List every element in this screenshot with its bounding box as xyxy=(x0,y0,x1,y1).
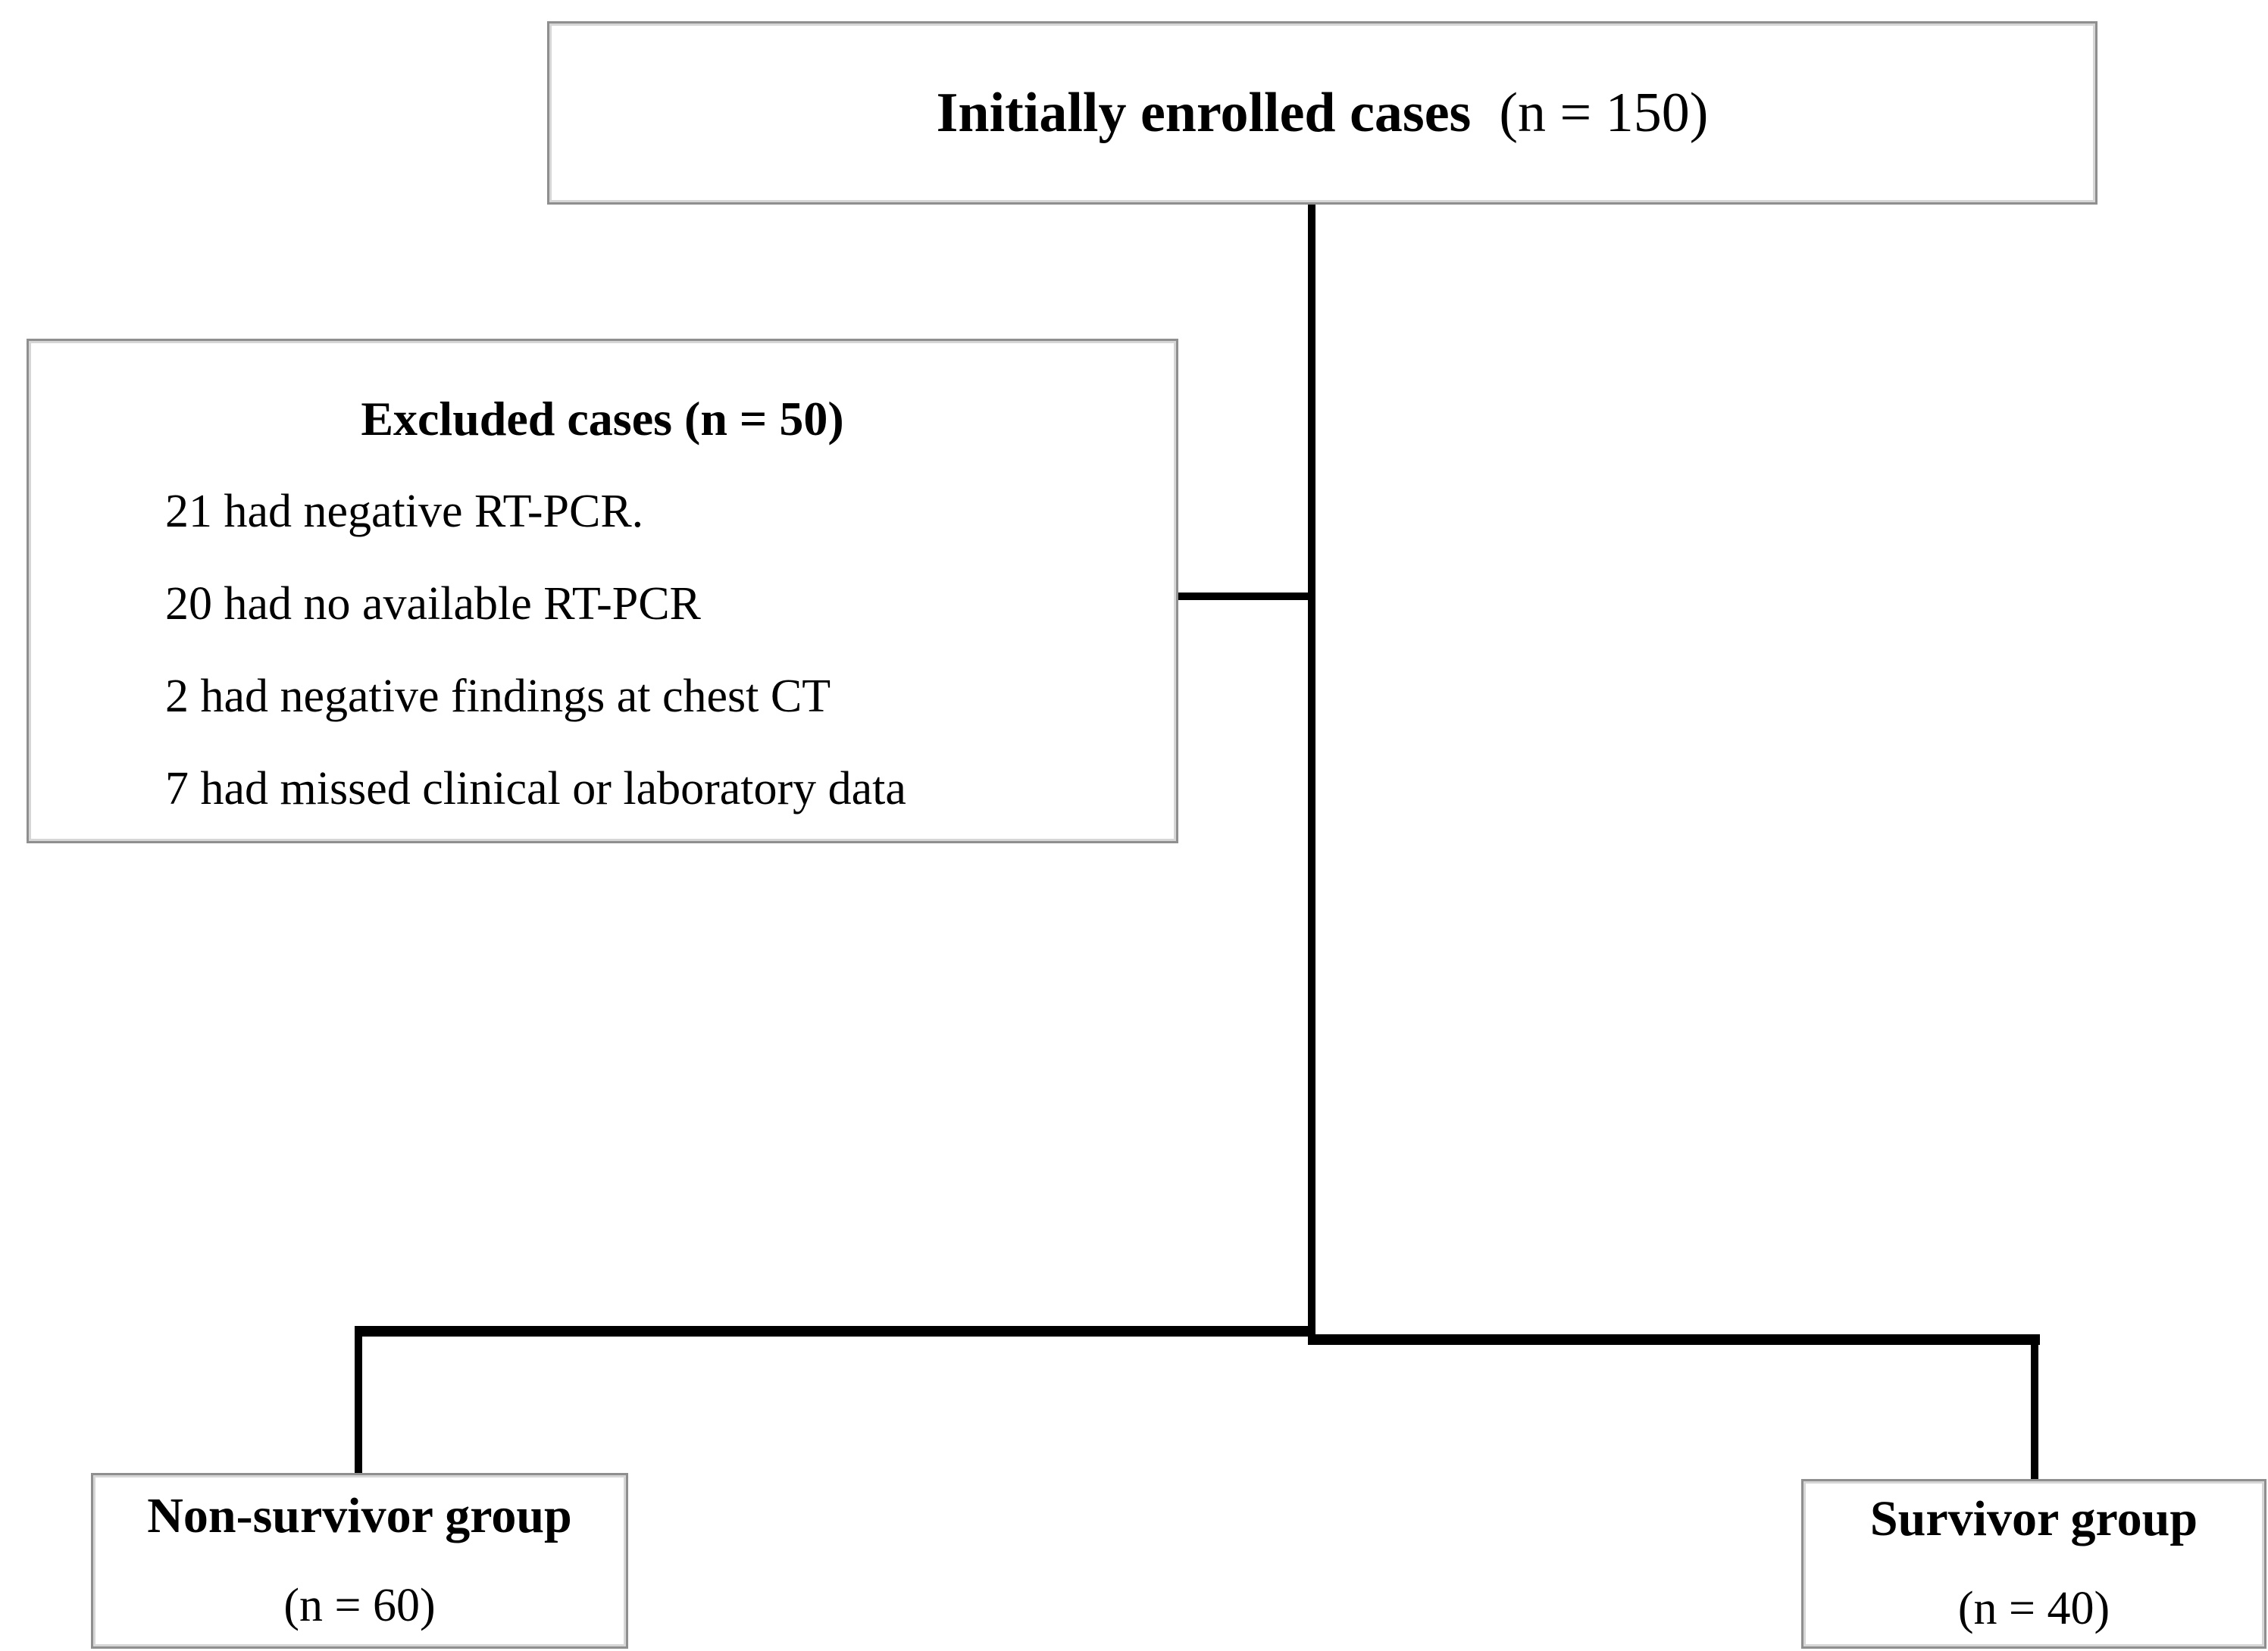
initially-enrolled-title: Initially enrolled cases xyxy=(936,82,1472,144)
initially-enrolled-label: Initially enrolled cases (n = 150) xyxy=(937,85,1709,141)
non-survivor-drop-connector-line xyxy=(355,1326,362,1476)
main-vertical-connector-line xyxy=(1308,203,1315,1341)
excluded-item: 20 had no available RT-PCR xyxy=(165,578,701,630)
initially-enrolled-count-value: (n = 150) xyxy=(1499,82,1709,144)
excluded-item: 7 had missed clinical or laboratory data xyxy=(165,763,906,815)
survivor-group-count: (n = 40) xyxy=(1957,1583,2110,1634)
non-survivor-group-count: (n = 60) xyxy=(283,1580,436,1631)
initially-enrolled-box: Initially enrolled cases (n = 150) xyxy=(547,21,2098,205)
non-survivor-group-title: Non-survivor group xyxy=(147,1488,572,1543)
split-right-connector-line xyxy=(1308,1334,2040,1345)
excluded-item: 2 had negative findings at chest CT xyxy=(165,671,831,722)
non-survivor-group-box: Non-survivor group (n = 60) xyxy=(91,1473,628,1649)
survivor-group-title: Survivor group xyxy=(1869,1491,2198,1546)
initially-enrolled-count xyxy=(1485,82,1500,144)
excluded-cases-box: Excluded cases (n = 50) 21 had negative … xyxy=(27,339,1178,843)
survivor-drop-connector-line xyxy=(2031,1334,2038,1483)
split-left-connector-line xyxy=(355,1326,1315,1337)
excluded-cases-title: Excluded cases (n = 50) xyxy=(361,392,844,446)
excluded-item: 21 had negative RT-PCR. xyxy=(165,486,644,537)
survivor-group-box: Survivor group (n = 40) xyxy=(1801,1479,2266,1649)
excluded-branch-connector-line xyxy=(1177,593,1313,600)
